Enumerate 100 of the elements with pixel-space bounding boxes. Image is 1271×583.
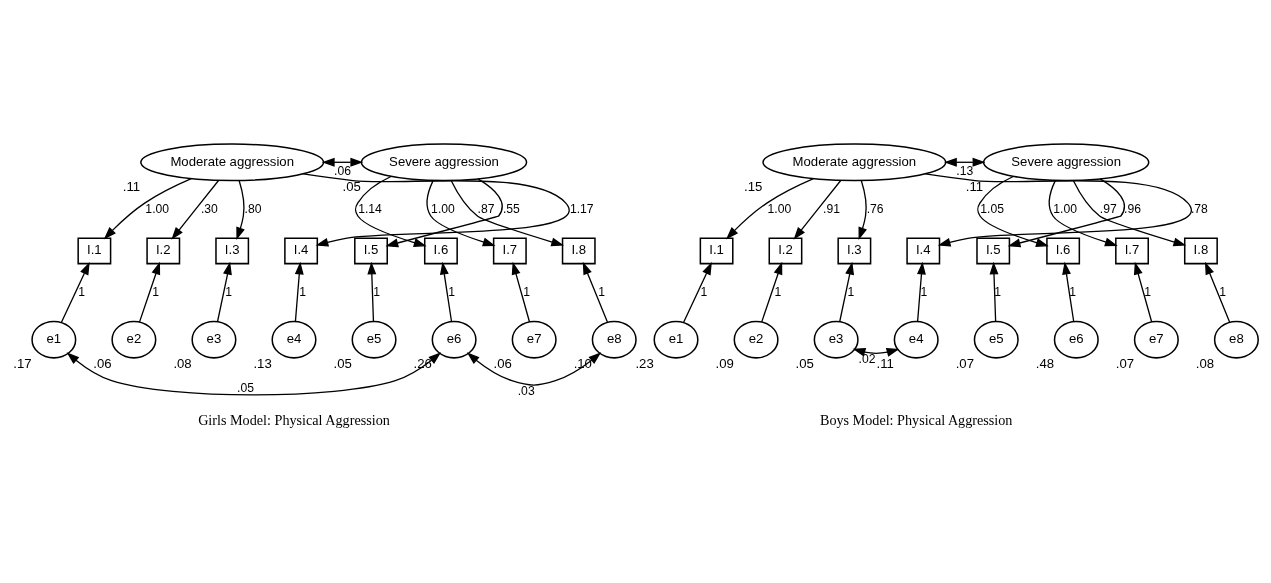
edge-label: 1.00: [767, 201, 792, 216]
arrow: [793, 179, 842, 240]
arrow: [466, 351, 602, 386]
arrow: [1062, 261, 1075, 322]
arrow: [1133, 261, 1153, 322]
edge-label: .76: [866, 201, 884, 216]
arrow: [1007, 177, 1126, 247]
arrow: [1072, 179, 1187, 246]
edge-label: 1: [700, 284, 708, 299]
arrow: [426, 179, 496, 246]
node-ellipse: e6: [1053, 320, 1099, 359]
node-ellipse: e5: [973, 320, 1019, 359]
arrow: [216, 261, 232, 322]
arrow: [924, 172, 1192, 247]
arrow: [839, 261, 855, 322]
arrow: [916, 261, 926, 322]
node-ellipse: e7: [1133, 320, 1179, 359]
edge-label: .06: [334, 163, 352, 178]
node-ellipse: e4: [893, 320, 939, 359]
label: Boys Model: Physical Aggression: [819, 411, 1013, 428]
node-label: .08: [173, 355, 192, 371]
arrow: [976, 175, 1049, 247]
node-ellipse: e5: [351, 320, 397, 359]
node-ellipse: e1: [653, 320, 699, 359]
node-box: I.4: [284, 237, 319, 264]
node-ellipse: e3: [813, 320, 859, 359]
node-box: I.8: [561, 237, 596, 264]
node-label: .07: [1115, 355, 1135, 371]
arrow: [302, 172, 570, 247]
node-box: I.7: [492, 237, 527, 264]
arrow: [354, 175, 427, 247]
edge-label: .55: [502, 201, 520, 216]
node-ellipse: e7: [511, 320, 557, 359]
edge-label: 1.00: [145, 201, 170, 216]
edge-label: .05: [237, 380, 254, 394]
edge-label: 1.17: [569, 201, 594, 216]
node-label: .05: [795, 355, 814, 371]
arrow: [236, 179, 245, 240]
edge-label: .96: [1124, 201, 1141, 216]
edge-label: .78: [1190, 201, 1208, 216]
node-label: .23: [635, 355, 654, 371]
edge-label: 1.00: [1053, 201, 1077, 216]
node-box: I.1: [77, 237, 112, 264]
arrow: [761, 261, 783, 323]
edge-label: 1.14: [358, 201, 382, 216]
edge-label: 1: [1219, 284, 1227, 299]
edge-label: 1: [225, 284, 233, 299]
arrow: [1048, 179, 1118, 246]
arrow: [511, 261, 530, 322]
node-ellipse: e1: [31, 320, 77, 359]
edge-label: 1: [448, 284, 455, 299]
node-box: I.2: [146, 237, 181, 264]
edge-label: .02: [858, 351, 876, 366]
edge-label: 1: [994, 284, 1002, 299]
node-label: .05: [342, 178, 361, 194]
arrow: [450, 179, 565, 246]
edge-label: .03: [517, 383, 535, 398]
node-ellipse: e6: [431, 320, 477, 359]
node-box: I.6: [423, 237, 458, 264]
arrow: [138, 261, 161, 323]
edge-label: 1: [299, 284, 306, 299]
arrow: [66, 351, 442, 396]
node-ellipse: e4: [271, 320, 317, 359]
node-label: .11: [876, 355, 894, 371]
arrow: [367, 261, 377, 322]
edge-label: 1: [523, 284, 530, 299]
edge-label: 1: [598, 284, 605, 299]
node-box: I.5: [354, 237, 388, 264]
edge-label: .30: [200, 201, 218, 216]
arrow: [725, 177, 815, 239]
node-box: I.2: [768, 237, 803, 264]
node-ellipse: Severe aggression: [982, 142, 1150, 181]
edge-label: 1: [920, 284, 928, 299]
edge-label: 1: [373, 284, 380, 299]
node-label: .06: [93, 355, 112, 371]
arrow: [944, 157, 986, 167]
edge-label: 1: [774, 284, 782, 299]
node-ellipse: e8: [591, 320, 637, 359]
edge-label: 1: [847, 284, 855, 299]
edge-label: 1: [1069, 284, 1077, 299]
arrow: [858, 179, 867, 240]
node-label: .13: [253, 355, 272, 371]
arrow: [294, 261, 304, 322]
arrow: [321, 157, 364, 167]
node-label: .07: [955, 355, 974, 371]
node-label: .09: [715, 355, 734, 371]
node-box: I.8: [1183, 237, 1218, 264]
edge-label: 1: [152, 284, 160, 299]
node-ellipse: Moderate aggression: [762, 142, 947, 181]
arrow: [103, 177, 192, 239]
node-label: .08: [1195, 355, 1215, 371]
node-label: .48: [1035, 355, 1055, 371]
arrow: [385, 177, 503, 247]
edge-label: .13: [956, 163, 974, 178]
edge-label: .97: [1099, 201, 1117, 216]
node-ellipse: e2: [733, 320, 779, 359]
edge-label: .87: [477, 201, 495, 216]
node-box: I.7: [1115, 237, 1149, 264]
node-box: I.4: [906, 237, 941, 264]
arrow: [582, 261, 609, 323]
